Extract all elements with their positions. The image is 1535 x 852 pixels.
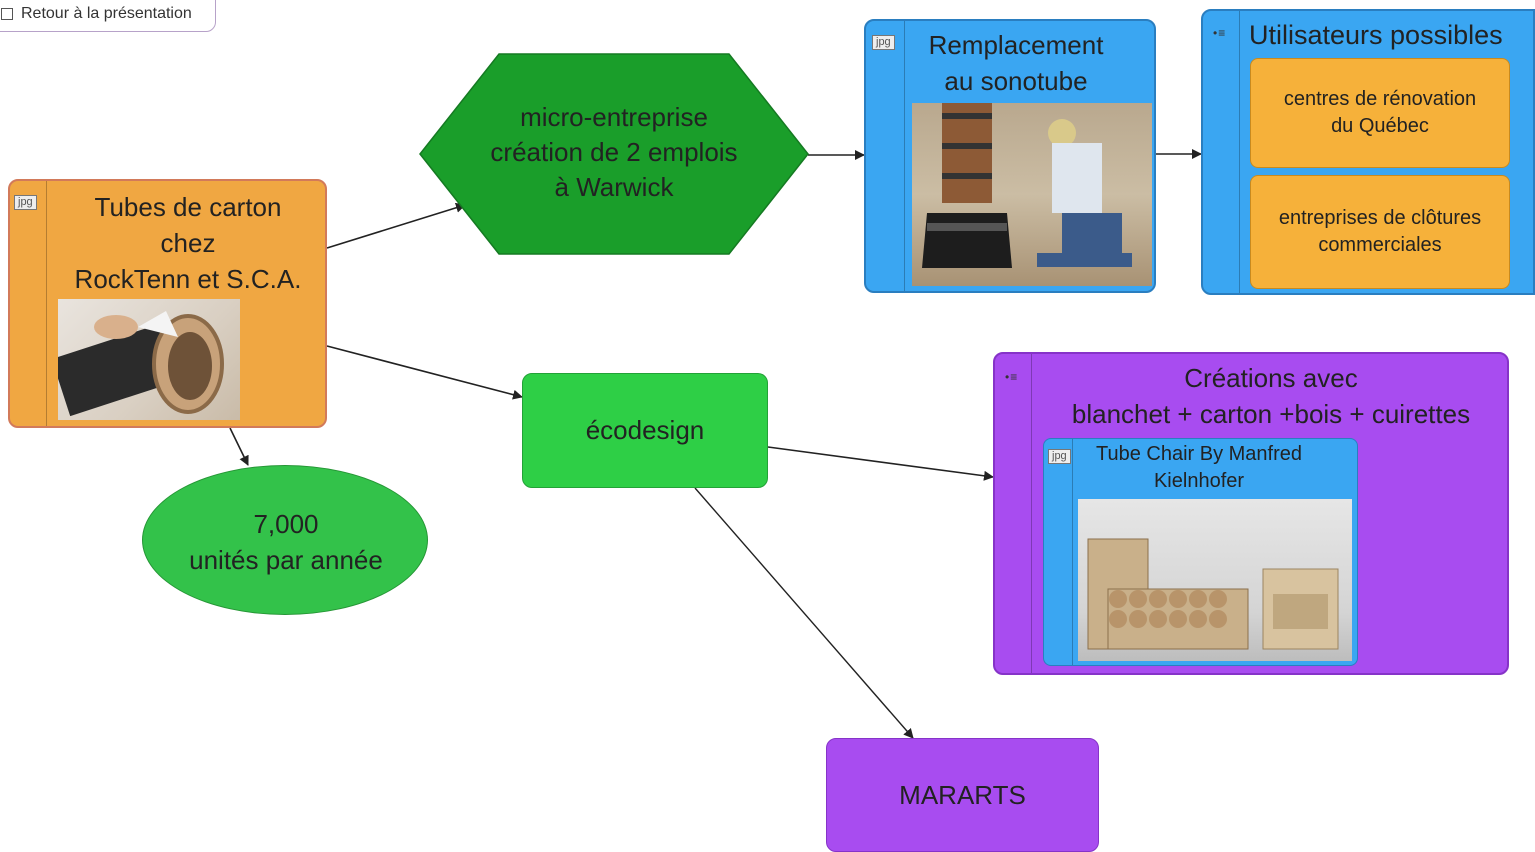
worker-sonotube-photo [912, 103, 1152, 286]
node-unites-par-annee[interactable]: 7,000 unités par année [142, 465, 428, 615]
node-title: micro-entreprise création de 2 emplois à… [419, 100, 809, 205]
title-line-3: RockTenn et S.C.A. [74, 264, 302, 294]
tube-chair-photo [1078, 499, 1352, 661]
hexagon-shape [419, 53, 809, 255]
jpg-attachment-icon[interactable]: jpg [872, 35, 895, 50]
node-label: écodesign [585, 415, 705, 445]
title-line-1: micro-entreprise [520, 102, 708, 132]
collapse-icon[interactable]: •≡ [1005, 370, 1019, 384]
child-text: entreprises de clôtures commerciales [1279, 205, 1481, 259]
node-micro-entreprise[interactable]: micro-entreprise création de 2 emplois à… [419, 53, 809, 255]
node-title: Tubes de carton chez RockTenn et S.C.A. [48, 189, 328, 297]
jpg-attachment-icon[interactable]: jpg [14, 195, 37, 210]
node-gutter [1239, 11, 1240, 293]
child-text: centres de rénovation du Québec [1284, 86, 1476, 140]
node-title: 7,000 unités par année [143, 506, 429, 578]
node-tubes-de-carton[interactable]: jpg Tubes de carton chez RockTenn et S.C… [8, 179, 327, 428]
jpg-attachment-icon[interactable]: jpg [1048, 449, 1071, 464]
node-utilisateurs-possibles[interactable]: •≡ Utilisateurs possibles centres de rén… [1201, 9, 1535, 295]
title-line-2: unités par année [189, 545, 383, 575]
title-line-1: Remplacement [928, 30, 1104, 60]
node-gutter [1031, 354, 1032, 673]
node-remplacement-sonotube[interactable]: jpg Remplacement au sonotube [864, 19, 1156, 293]
child-line-2: commerciales [1318, 234, 1442, 256]
title-line-2: chez [160, 228, 216, 258]
edge-tubes-ecodesign [326, 345, 523, 400]
child-centres-renovation[interactable]: centres de rénovation du Québec [1250, 58, 1510, 168]
child-line-2: du Québec [1331, 115, 1429, 137]
child-line-1: Tube Chair By Manfred [1095, 443, 1302, 465]
back-to-presentation-label: Retour à la présentation [21, 5, 192, 22]
node-title: Utilisateurs possibles [1249, 20, 1503, 50]
edge-tubes-micro [326, 202, 466, 249]
title-line-2: au sonotube [944, 66, 1088, 96]
collapse-icon[interactable]: •≡ [1213, 26, 1227, 40]
node-label: MARARTS [899, 779, 1026, 810]
child-line-1: entreprises de clôtures [1278, 207, 1482, 229]
title-line-2: création de 2 emplois [490, 137, 738, 167]
node-creations[interactable]: •≡ Créations avec blanchet + carton +boi… [993, 352, 1509, 675]
child-entreprises-clotures[interactable]: entreprises de clôtures commerciales [1250, 175, 1510, 289]
node-gutter [904, 21, 905, 291]
back-to-presentation-button[interactable]: Retour à la présentation [0, 0, 216, 32]
title-line-3: à Warwick [554, 172, 674, 202]
title-line-2: blanchet + carton +bois + cuirettes [1071, 399, 1471, 429]
node-gutter [1072, 439, 1073, 665]
edge-ecodesign-creations [767, 446, 994, 481]
node-gutter [46, 181, 47, 426]
node-mararts[interactable]: MARARTS [826, 738, 1099, 852]
title-line-1: Créations avec [1184, 363, 1358, 393]
child-line-1: centres de rénovation [1283, 88, 1477, 110]
edge-ecodesign-mararts [694, 487, 914, 739]
edge-tubes-unites [229, 427, 249, 466]
presentation-icon [1, 8, 13, 20]
child-tube-chair[interactable]: jpg Tube Chair By Manfred Kielnhofer [1043, 438, 1358, 666]
cardboard-tube-photo [58, 299, 240, 420]
title-line-1: Tubes de carton [94, 192, 282, 222]
node-title: Remplacement au sonotube [906, 27, 1126, 99]
child-line-2: Kielnhofer [1153, 470, 1245, 492]
node-ecodesign[interactable]: écodesign [522, 373, 768, 488]
title-line-1: 7,000 [253, 509, 319, 539]
node-title: Créations avec blanchet + carton +bois +… [1033, 360, 1509, 432]
child-title: Tube Chair By Manfred Kielnhofer [1074, 441, 1324, 495]
